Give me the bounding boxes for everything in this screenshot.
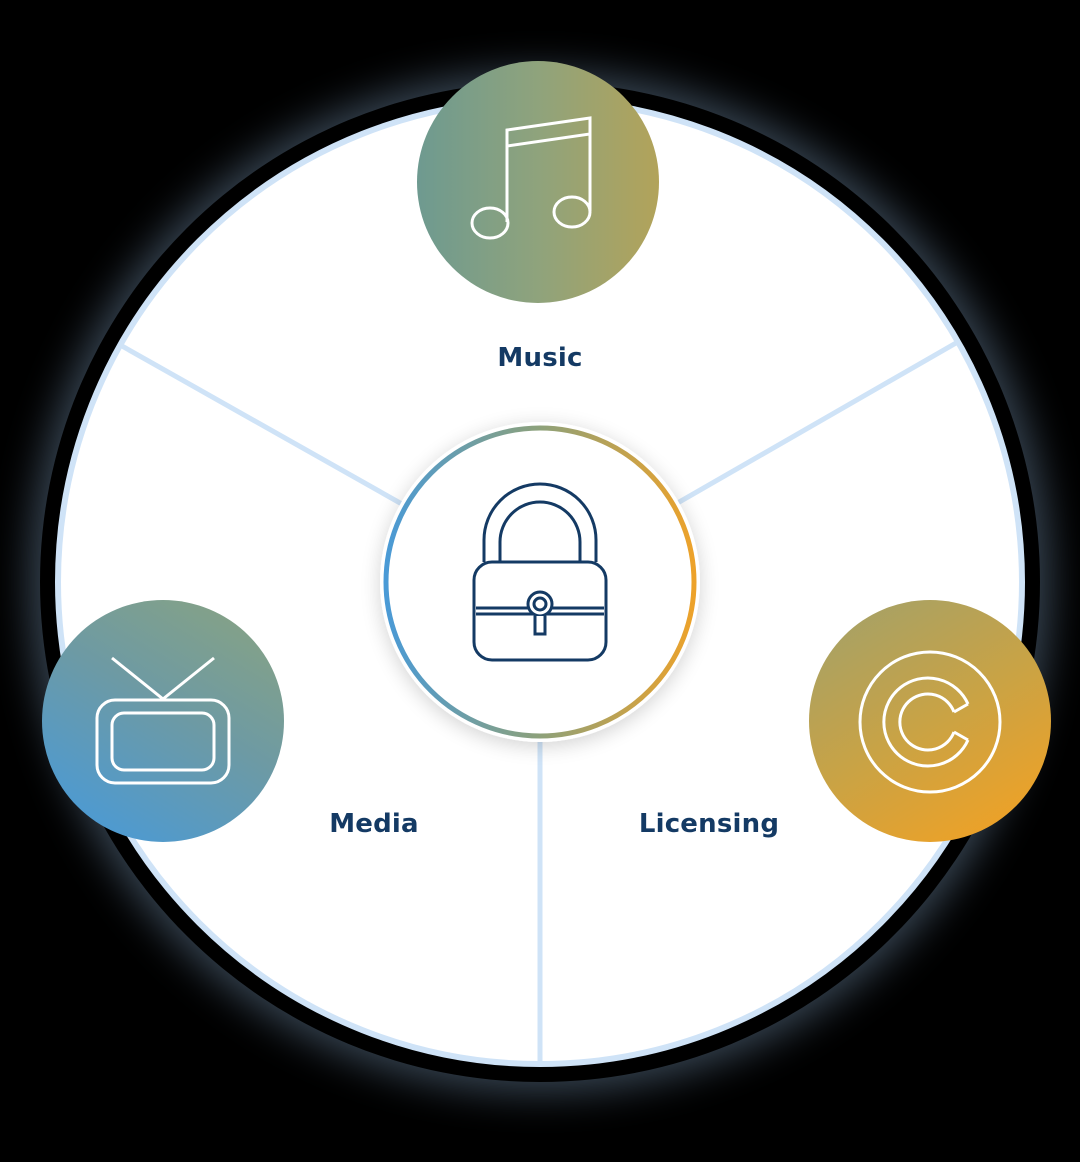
segment-label-media: Media — [329, 809, 419, 839]
padlock-icon — [472, 482, 608, 662]
segment-label-licensing: Licensing — [638, 809, 780, 839]
segment-label-music: Music — [497, 343, 583, 373]
copyright-icon — [858, 650, 1002, 794]
music-note-icon — [470, 116, 592, 240]
center-ring — [383, 425, 697, 739]
center-hub — [380, 422, 700, 742]
licensing-badge — [809, 600, 1051, 842]
music-badge — [417, 61, 659, 303]
television-icon — [95, 656, 231, 785]
media-badge — [42, 600, 284, 842]
